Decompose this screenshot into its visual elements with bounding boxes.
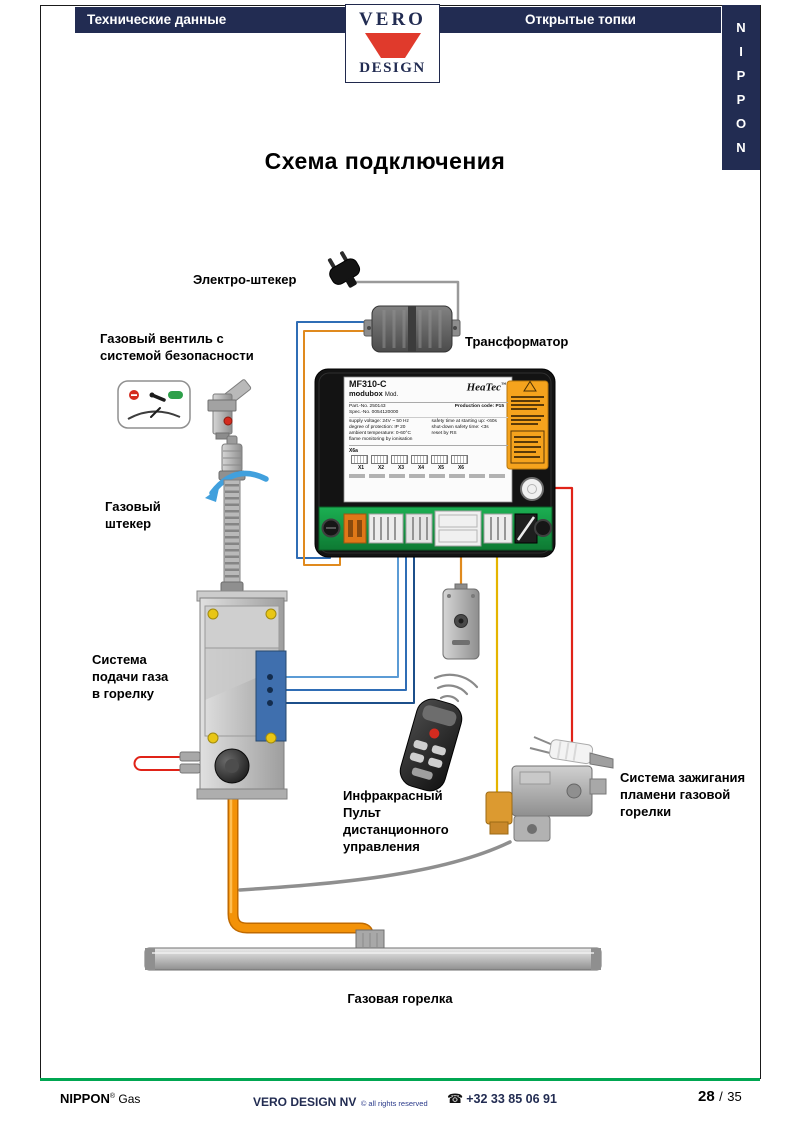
footer-divider xyxy=(40,1078,760,1081)
modubox-part-no: Part.-No. 250143 xyxy=(349,404,386,409)
nippon-letter: P xyxy=(736,68,746,83)
label-remote: Инфракрасный Пульт дистанционного управл… xyxy=(343,788,449,854)
modubox-mod: Mod. xyxy=(384,392,399,398)
header-right-tab-label: Открытые топки xyxy=(525,12,636,27)
footer-phone: ☎+32 33 85 06 91 xyxy=(447,1091,557,1106)
modubox-specs-left: supply voltage: 24V ~ 50 Hz degree of pr… xyxy=(349,419,413,442)
safety-panel-icon xyxy=(117,380,191,429)
phone-icon: ☎ xyxy=(447,1091,464,1106)
registered-icon: ® xyxy=(109,1093,116,1100)
warning-sticker xyxy=(506,380,549,470)
corrugated-hose xyxy=(220,479,244,593)
electric-plug-icon xyxy=(327,251,361,288)
label-transformer: Трансформатор xyxy=(465,334,569,349)
gas-valve-icon xyxy=(207,379,252,440)
terminal-plate xyxy=(255,650,287,742)
signal-waves-icon xyxy=(433,673,479,703)
transformer-icon xyxy=(363,305,461,353)
label-electro-plug: Электро-штекер xyxy=(193,272,297,287)
modubox-terminal-diagram: X6a X1 X2 X3 X4 X5 X6 xyxy=(349,445,508,471)
nippon-letter: P xyxy=(736,92,746,107)
nippon-letter: N xyxy=(736,20,746,35)
nippon-letter: O xyxy=(735,116,747,131)
page-title: Схема подключения xyxy=(264,148,506,174)
terminal-boxes xyxy=(351,455,508,465)
modubox-spec-no: Spec.-No. 0054120000 xyxy=(349,409,399,415)
label-gas-supply: Система подачи газа в горелку xyxy=(92,652,169,701)
ignition-unit xyxy=(485,736,614,842)
header-right-tab: Открытые топки xyxy=(440,7,721,33)
nippon-letter: N xyxy=(736,140,746,155)
label-gas-valve: Газовый вентиль с системой безопасности xyxy=(100,331,254,363)
ir-receiver-icon xyxy=(442,583,480,660)
footer-brand: NIPPON® Gas xyxy=(60,1091,141,1106)
label-burner: Газовая горелка xyxy=(347,991,453,1006)
rotation-arrow-icon xyxy=(205,470,269,502)
terminal-labels-row: X1 X2 X3 X4 X5 X6 xyxy=(357,465,465,472)
reset-button xyxy=(520,477,544,501)
modubox-model: MF310-C xyxy=(349,379,387,389)
label-gas-plug: Газовый штекер xyxy=(105,499,161,531)
modubox-label: MF310-C modubox Mod. HeaTec™ Part.-No. 2… xyxy=(344,377,512,502)
logo-vero-text: VERO xyxy=(359,9,426,30)
logo-red-shape xyxy=(364,32,421,58)
modubox-fineprint xyxy=(349,474,508,479)
gas-unit-blue-wire-2 xyxy=(283,546,407,691)
electrode-red-wire xyxy=(133,756,187,771)
vero-design-logo: VERO DESIGN xyxy=(345,4,440,83)
gas-supply-unit xyxy=(179,590,288,800)
wiring xyxy=(133,280,574,892)
label-ignition: Система зажигания пламени газовой горелк… xyxy=(620,770,746,819)
nippon-sidebar: N I P P O N xyxy=(722,5,760,170)
terminal-strip xyxy=(318,506,553,551)
footer-company: VERO DESIGN NV © all rights reserved xyxy=(253,1095,428,1109)
header-left-tab-label: Технические данные xyxy=(87,12,227,27)
transformer-orange-wire xyxy=(303,330,379,566)
gas-unit-blue-wire-1 xyxy=(283,546,399,678)
footer-rights: © all rights reserved xyxy=(360,1099,428,1108)
header-left-tab: Технические данные xyxy=(75,7,345,33)
remote-control-icon xyxy=(399,698,463,792)
modubox-series: modubox xyxy=(349,389,383,398)
modubox-unit xyxy=(314,368,556,558)
gas-unit-blue-wire-3 xyxy=(283,546,415,704)
terminal-label-x6a: X6a xyxy=(349,448,358,455)
burner-bar xyxy=(144,929,602,971)
ignition-gray-cable xyxy=(238,840,512,892)
nippon-letter: I xyxy=(739,44,743,59)
page-number: 28 / 35 xyxy=(698,1088,742,1105)
modubox-production-code: Production code: P15 xyxy=(454,404,504,409)
modubox-brand: HeaTec™ xyxy=(466,381,506,394)
modubox-specs-right: safety time at starting up: <60s shut-do… xyxy=(431,419,497,436)
logo-design-text: DESIGN xyxy=(359,60,426,76)
modubox-label-plate xyxy=(343,376,513,503)
